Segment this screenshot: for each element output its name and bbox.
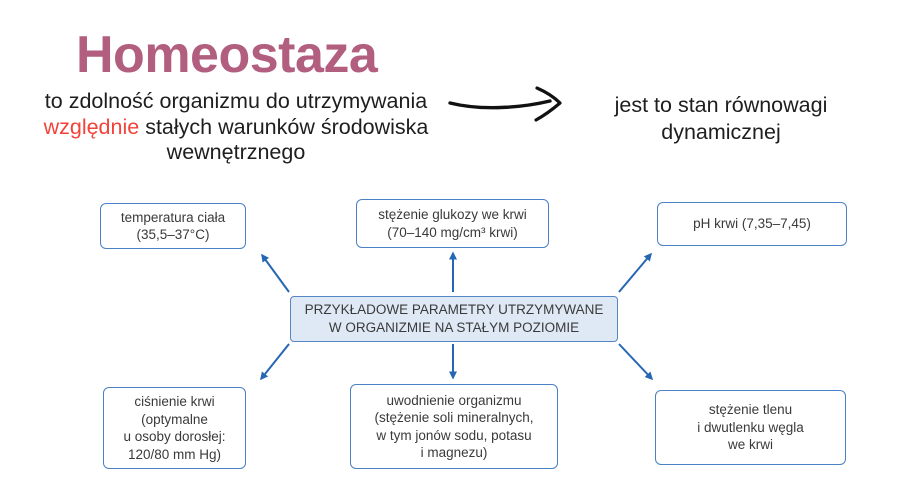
definition-right-line1: jest to stan równowagi: [614, 93, 828, 117]
arrow-to-pressure: [260, 343, 290, 381]
definition-left: to zdolność organizmu do utrzymywania wz…: [10, 89, 462, 166]
node-ph: pH krwi (7,35–7,45): [657, 202, 847, 246]
node-oxygen-co2: stężenie tlenu i dwutlenku węgla we krwi: [655, 390, 846, 465]
arrow-to-temperature: [261, 253, 290, 293]
node-blood-pressure: ciśnienie krwi (optymalne u osoby dorosł…: [103, 387, 246, 469]
definition-right-line2: dynamicznej: [661, 120, 781, 144]
page-title: Homeostaza: [76, 26, 378, 84]
arrow-to-ph: [618, 252, 652, 293]
node-hydration: uwodnienie organizmu (stężenie soli mine…: [350, 384, 558, 469]
right-arrow-icon: [448, 86, 562, 122]
definition-left-line1: to zdolność organizmu do utrzymywania: [44, 89, 428, 113]
central-parameters-box: PRZYKŁADOWE PARAMETRY UTRZYMYWANE W ORGA…: [290, 296, 618, 342]
definition-left-line2: względnie stałych warunków środowiska: [43, 114, 429, 139]
highlighted-word: względnie: [43, 114, 140, 139]
node-temperature: temperatura ciała (35,5–37°C): [100, 203, 246, 249]
arrow-to-oxygen: [618, 343, 654, 381]
definition-left-line3: wewnętrznego: [166, 140, 306, 164]
node-glucose: stężenie glukozy we krwi (70–140 mg/cm³ …: [356, 199, 549, 248]
definition-right: jest to stan równowagi dynamicznej: [578, 92, 864, 146]
